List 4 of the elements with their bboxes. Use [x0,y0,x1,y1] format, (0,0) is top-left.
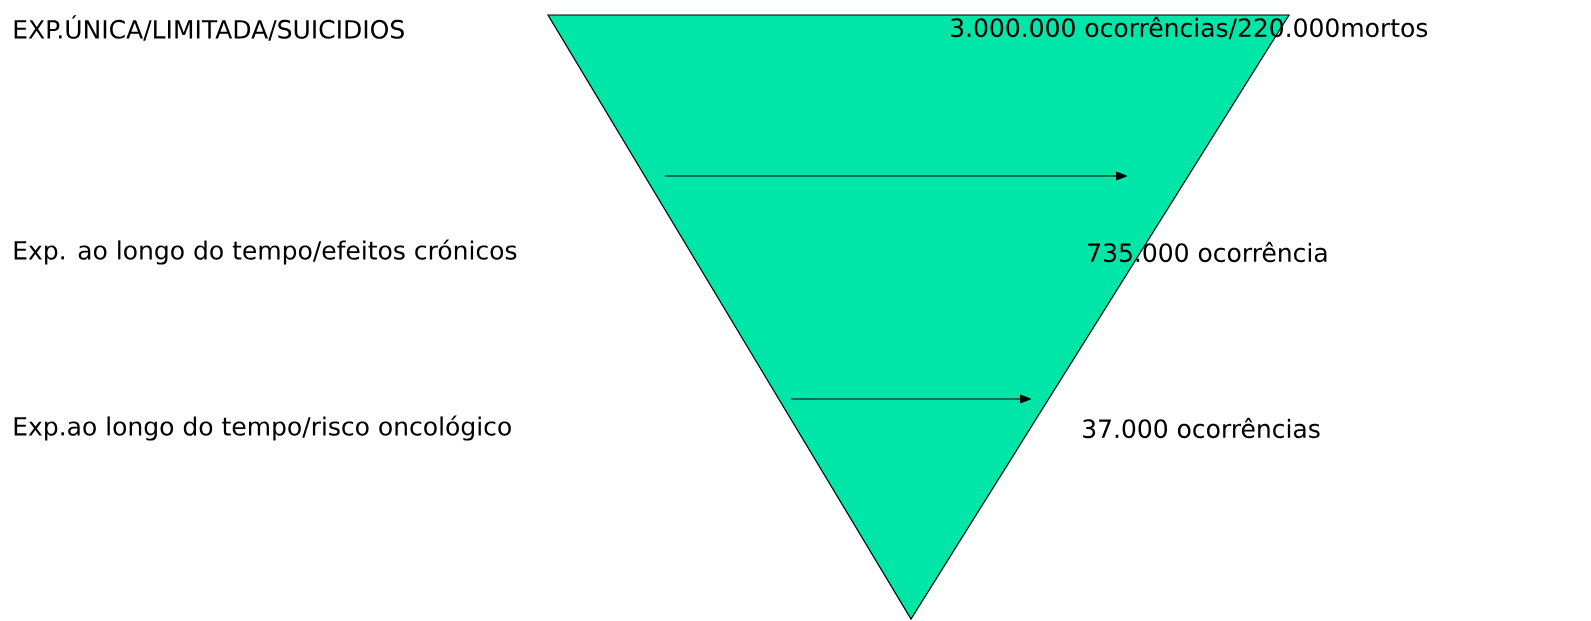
row-label: 37.000 ocorrências [1083,417,1320,439]
row-label: Exp. ao longo do tempo/efeitos crónicos [14,239,517,265]
row-label: EXP.ÚNICA/LIMITADA/SUICIDIOS [14,15,404,41]
row-label: Exp.ao longo do tempo/risco oncológico [14,415,511,441]
